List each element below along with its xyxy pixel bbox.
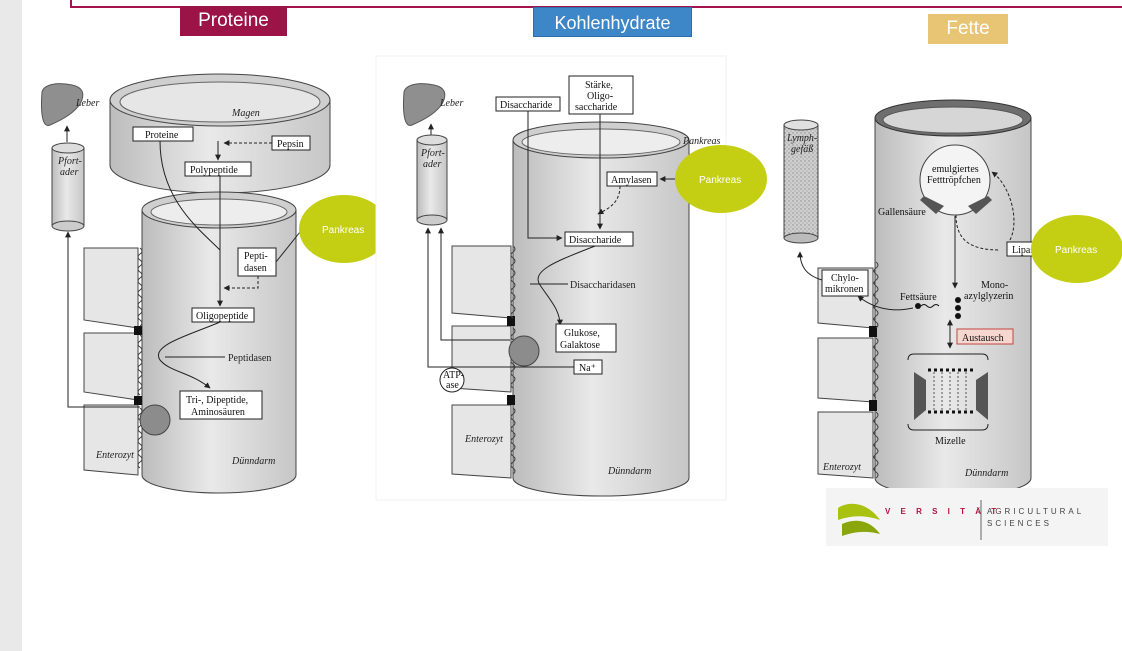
header-fats: Fette (928, 14, 1008, 44)
box-peptidasen-2: dasen (244, 263, 267, 274)
box-starch-1: Stärke, (585, 80, 613, 91)
box-glucose-1: Glukose, (564, 328, 600, 339)
portal-vein-label-2: ader (60, 167, 78, 178)
micelle-icon (914, 368, 988, 420)
small-intestine-label-3: Dünndarm (964, 468, 1008, 479)
portal-vein-label-1b: Pfort- (420, 148, 445, 159)
stomach-label: Magen (231, 108, 260, 119)
box-na: Na⁺ (579, 363, 596, 374)
carb-panel: Leber Pfort- ader Enterozyt Dünndarm Dis… (375, 55, 767, 501)
droplet-label-1: emulgiertes (932, 164, 979, 175)
small-intestine-label-2: Dünndarm (607, 466, 651, 477)
liver-icon-2 (403, 83, 446, 126)
box-peptidasen-1: Pepti- (244, 251, 268, 262)
label-disaccharidasen: Disaccharidasen (570, 280, 636, 291)
pancreas-blob-fats (1031, 215, 1122, 283)
mag-label-2: azylglyzerin (964, 291, 1013, 302)
portal-vein-label-2b: ader (423, 159, 441, 170)
pancreas-label-proteins: Pankreas (322, 225, 364, 236)
exchange-label: Austausch (962, 333, 1004, 344)
liver-label-2: Leber (439, 98, 463, 109)
box-disaccharide-top: Disaccharide (500, 100, 553, 111)
pancreas-label-fats: Pankreas (1055, 245, 1097, 256)
micelle-label: Mizelle (935, 436, 966, 447)
liver-icon (41, 83, 84, 126)
box-proteine: Proteine (145, 130, 179, 141)
portal-vein-label-1: Pfort- (57, 156, 82, 167)
header-carbohydrates: Kohlenhydrate (533, 7, 692, 37)
logo-word: V E R S I T Ä T (885, 507, 1000, 516)
enterocyte-label-3: Enterozyt (822, 462, 861, 473)
enterocyte-label-2: Enterozyt (464, 434, 503, 445)
box-glucose-2: Galaktose (560, 340, 601, 351)
box-starch-3: saccharide (575, 102, 618, 113)
lymph-label-2: gefäß (791, 144, 813, 155)
pancreas-label-carbs: Pankreas (699, 175, 741, 186)
enterocyte-label: Enterozyt (95, 450, 134, 461)
lymph-label-1: Lymph- (786, 133, 817, 144)
protein-panel: Leber Pfort- ader Magen Enterozyt Dünnda… (41, 73, 389, 494)
box-polypeptide: Polypeptide (190, 165, 238, 176)
header-proteins: Proteine (180, 6, 287, 36)
box-starch-2: Oligo- (587, 91, 613, 102)
box-products-1: Tri-, Dipeptide, (186, 395, 248, 406)
droplet-label-2: Fetttröpfchen (927, 175, 981, 186)
box-oligopeptide: Oligopeptide (196, 311, 249, 322)
exchange-box (956, 328, 1014, 345)
bile-label: Gallensäure (878, 207, 926, 218)
box-products-2: Aminosäuren (191, 407, 245, 418)
fatty-acid-label: Fettsäure (900, 292, 937, 303)
university-logo: V E R S I T Ä T AGRICULTURAL SCIENCES (826, 488, 1108, 546)
logo-line-2: SCIENCES (987, 519, 1052, 528)
liver-label: Leber (75, 98, 99, 109)
box-pepsin: Pepsin (277, 139, 304, 150)
pancreas-blob-carbs (675, 145, 767, 213)
label-peptidasen: Peptidasen (228, 353, 271, 364)
box-amylase: Amylasen (611, 175, 652, 186)
pancreas-blob-proteins (299, 195, 389, 263)
atpase-label-2: ase (446, 380, 459, 391)
pancreas-italic-label: Pankreas (682, 136, 721, 147)
box-disaccharide: Disaccharide (569, 235, 622, 246)
logo-line-1: AGRICULTURAL (987, 507, 1084, 516)
box-chylo-1: Chylo- (831, 273, 859, 284)
box-chylo-2: mikronen (825, 284, 863, 295)
atpase-label-1: ATP- (443, 370, 464, 381)
small-intestine-label: Dünndarm (231, 456, 275, 467)
mag-label-1: Mono- (981, 280, 1008, 291)
box-lipase: Lipase (1012, 245, 1039, 256)
fat-panel: Lymph- gefäß Enterozyt Dünndarm emulgier… (783, 99, 1122, 497)
